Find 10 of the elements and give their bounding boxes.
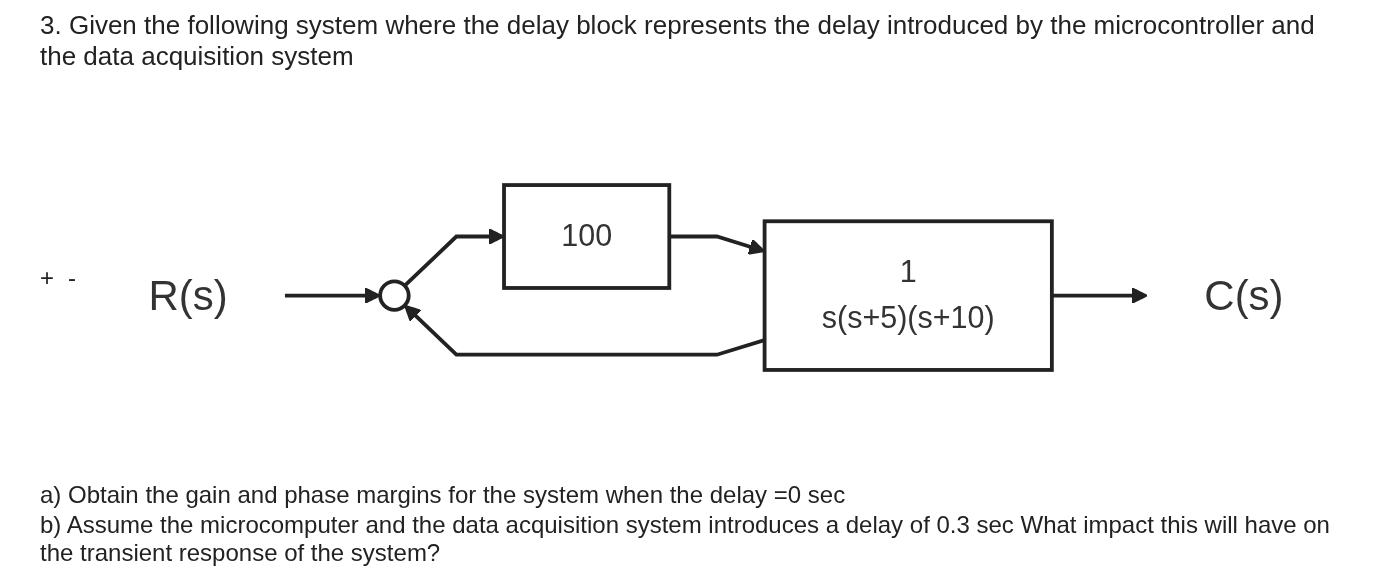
sign-label: - <box>68 263 76 292</box>
node-box: 100 <box>502 183 672 290</box>
node-circle <box>378 279 411 312</box>
node-box: 1 s(s+5)(s+10) <box>762 219 1054 372</box>
question-text: b) Assume the microcomputer and the data acquisition system introduces a delay of 0.3 sec What impact this will have on the transient response of the system? <box>40 511 1331 567</box>
node-text: R(s) <box>148 271 228 320</box>
question-text: 3. Given the following system where the delay block represents the delay introduced by the microcontroller and the data acquisition system <box>40 10 1316 72</box>
question-text: a) Obtain the gain and phase margins for the system when the delay =0 sec <box>40 481 847 509</box>
node-text: C(s) <box>1204 271 1284 320</box>
sign-label: + <box>40 263 54 292</box>
